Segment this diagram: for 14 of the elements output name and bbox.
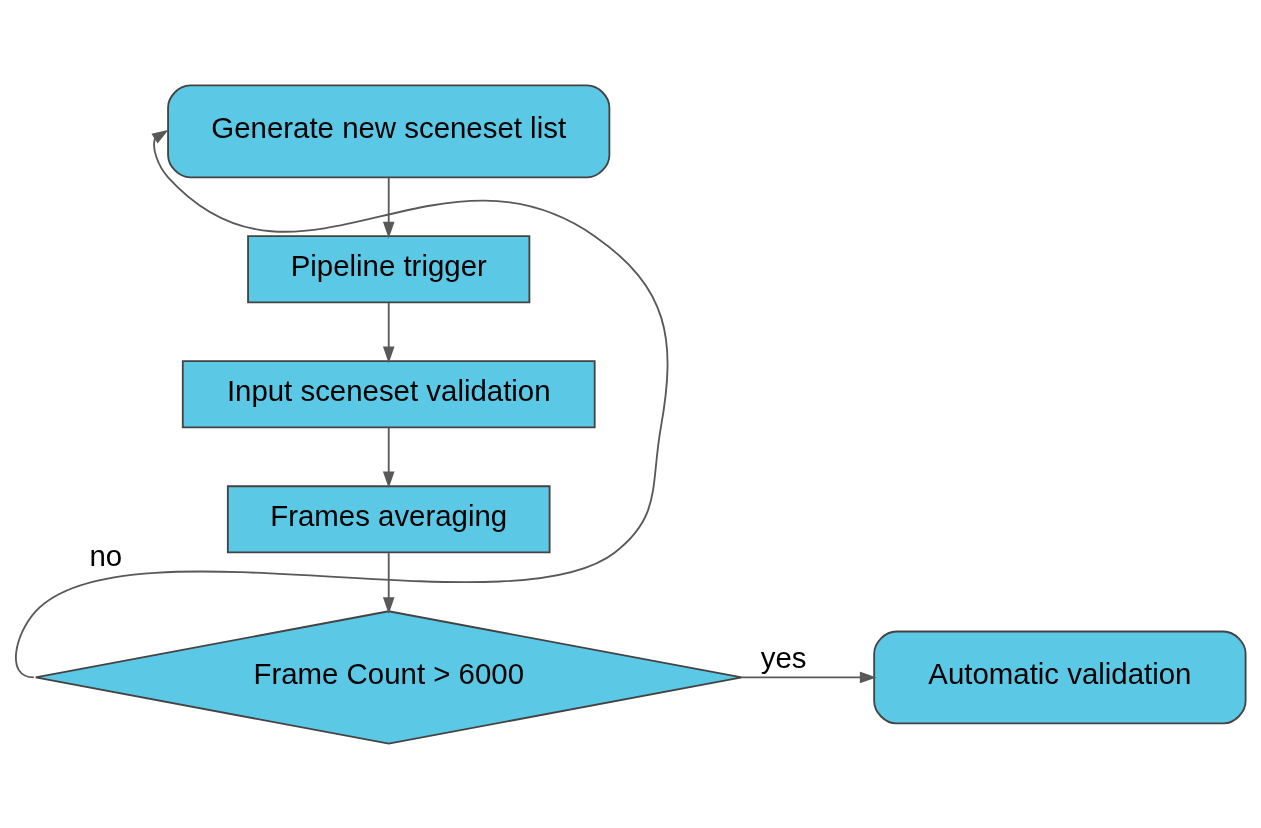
node-box: Frames averaging (226, 484, 551, 553)
arrow (382, 426, 395, 488)
arrow (382, 176, 395, 238)
node-box: Automatic validation (873, 630, 1247, 724)
arrow (382, 301, 395, 363)
node-box: Pipeline trigger (247, 234, 531, 303)
node-box: Generate new sceneset list (167, 83, 611, 178)
node-diamond: Frame Count > 6000 (34, 609, 743, 745)
edge-label: no (89, 538, 123, 572)
edge-label: yes (760, 640, 807, 674)
arrow (741, 671, 877, 683)
arrow (15, 129, 669, 678)
arrow (382, 551, 395, 614)
node-box: Input sceneset validation (181, 359, 596, 428)
